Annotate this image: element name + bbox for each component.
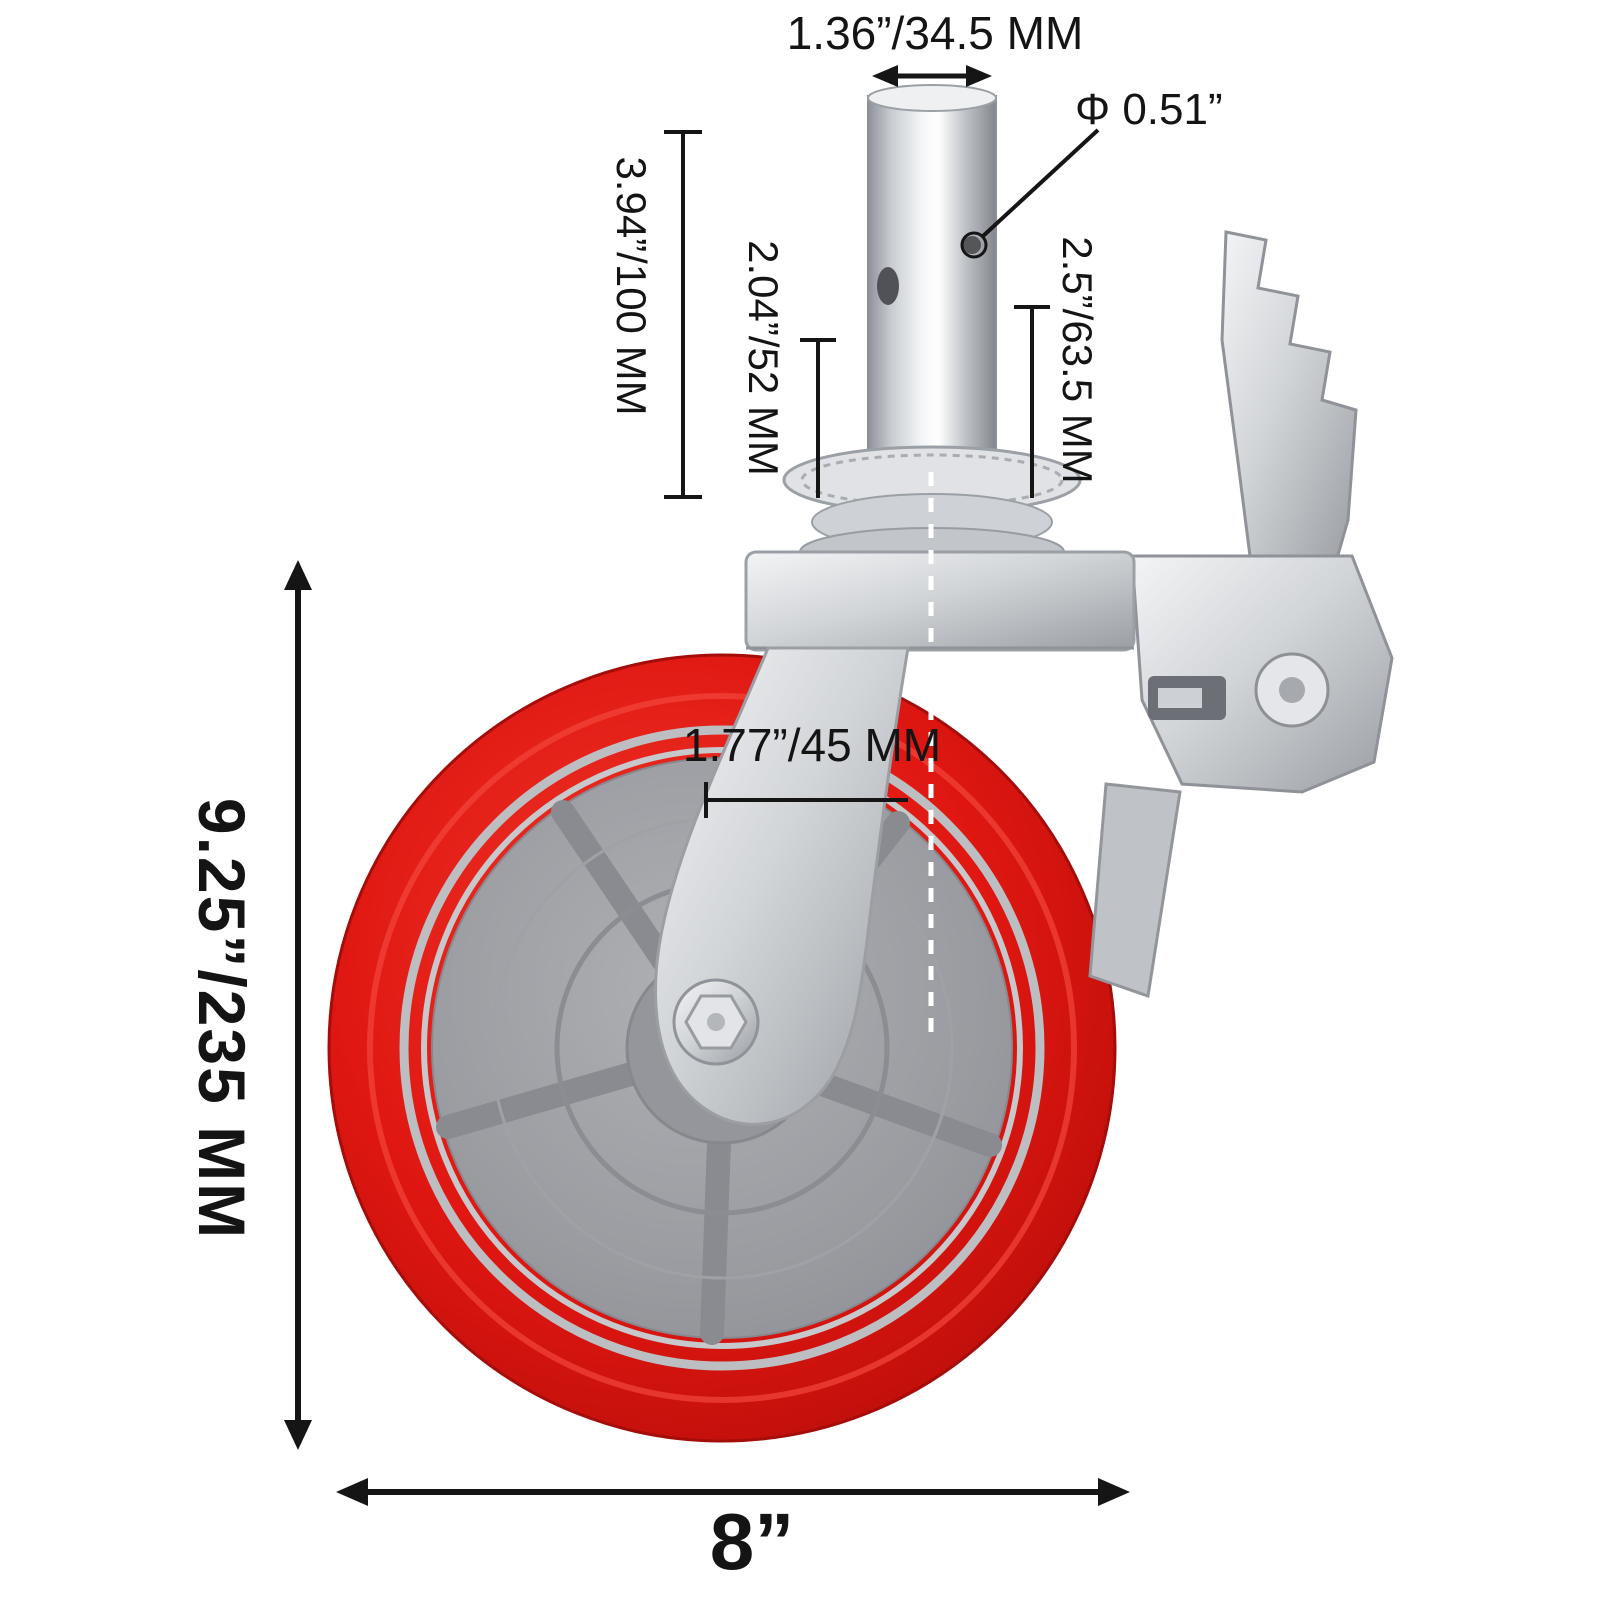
upper-section-label: 2.04”/52 MM (740, 240, 787, 476)
overall-height-arrow (284, 560, 312, 1450)
hole-diameter-label: Φ 0.51” (1075, 85, 1223, 134)
stem-width-label: 1.36”/34.5 MM (786, 7, 1084, 59)
brake-lever (1088, 230, 1394, 999)
swivel-washer (782, 445, 1082, 577)
stem-length-label: 3.94”/100 MM (608, 156, 655, 416)
wheel-diameter-arrow (336, 1478, 1130, 1506)
lock-height-label: 2.5”/63.5 MM (1054, 236, 1101, 484)
brake-pedal (1220, 230, 1358, 564)
offset-line (704, 782, 908, 818)
hole-leader-line (960, 128, 1100, 259)
offset-label: 1.77”/45 MM (682, 719, 942, 771)
stem (867, 84, 997, 481)
dimension-lines (284, 65, 1130, 1506)
fork-leg (654, 646, 910, 1126)
stem-hole-left (877, 267, 899, 305)
brake-shoe-arm (1088, 782, 1182, 999)
overall-height-label: 9.25”/235 MM (185, 797, 259, 1241)
lock-height-line (1014, 305, 1050, 498)
stem-width-arrow (872, 65, 992, 87)
stem-length-line (664, 130, 702, 499)
wheel-diameter-label: 8” (709, 1497, 795, 1586)
upper-section-line (800, 338, 836, 498)
stem-hole-right (963, 236, 981, 254)
swivel-top-plate (744, 550, 1136, 652)
